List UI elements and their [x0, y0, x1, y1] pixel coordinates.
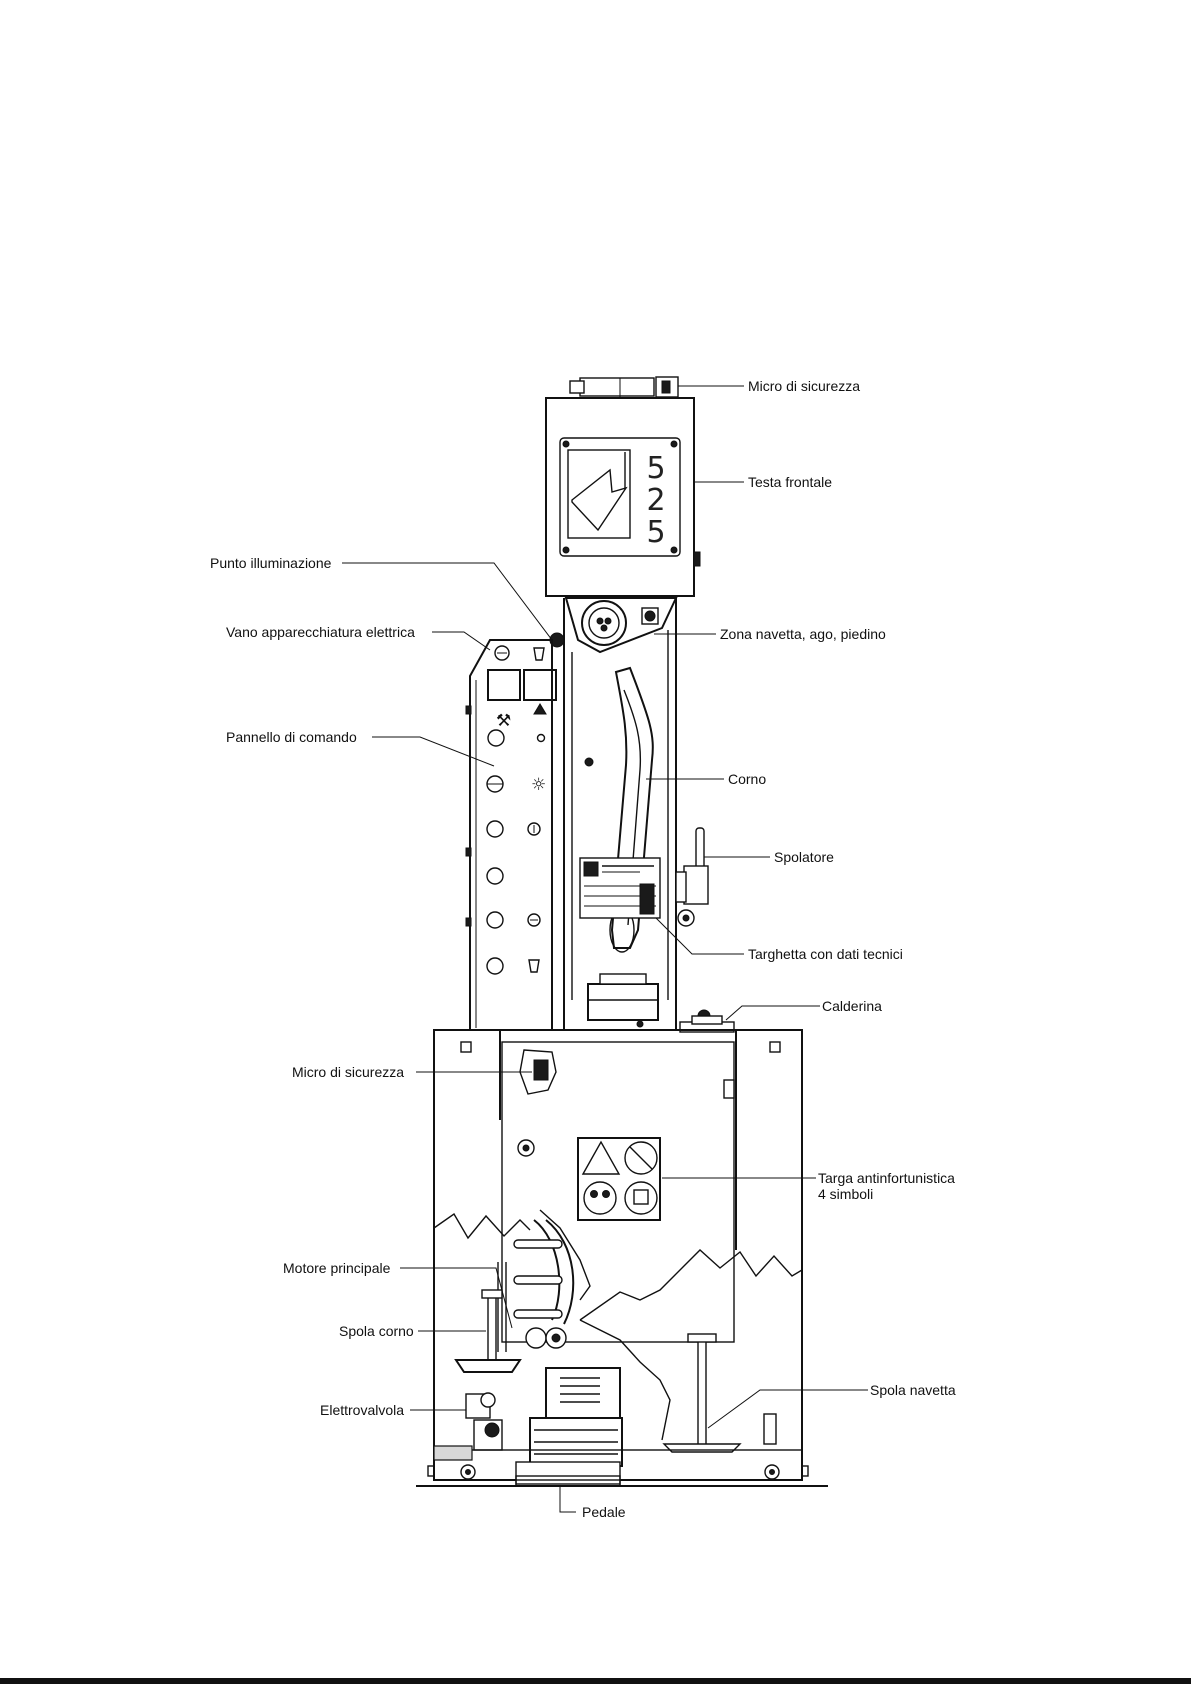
spola-navetta-part [662, 1333, 777, 1453]
label-spolatore: Spolatore [774, 849, 834, 865]
label-micro-sicurezza-top: Micro di sicurezza [748, 378, 860, 394]
label-pedale: Pedale [582, 1504, 626, 1520]
hammer-icon: ⚒ [496, 711, 511, 731]
cutaway-lines [433, 1209, 803, 1441]
zona-navetta-part [549, 597, 678, 654]
targa-antinfortunistica-part [577, 1137, 661, 1221]
pannello-comando-part: ⚒ ☼ [486, 703, 547, 975]
lower-cabinet-part [433, 1029, 803, 1481]
spolatore-part [675, 827, 709, 927]
label-punto-illuminazione: Punto illuminazione [210, 555, 332, 571]
base-part [416, 1445, 828, 1487]
label-motore-principale: Motore principale [283, 1260, 391, 1276]
page-bottom-edge [0, 1678, 1191, 1684]
label-elettrovalvola: Elettrovalvola [320, 1402, 404, 1418]
calderina-part [679, 1009, 735, 1033]
motore-principale-part [497, 1219, 575, 1352]
testa-frontale-part: 5 2 5 [545, 397, 701, 597]
light-icon: ☼ [531, 775, 546, 795]
label-targa-line1: Targa antinfortunistica [818, 1170, 955, 1186]
label-corno: Corno [728, 771, 766, 787]
label-targhetta: Targhetta con dati tecnici [748, 946, 903, 962]
elettrovalvola-part [465, 1392, 503, 1451]
spola-corno-part [454, 1289, 522, 1373]
label-testa-frontale: Testa frontale [748, 474, 832, 490]
vano-elettrica-part [465, 639, 557, 1031]
column-part [563, 598, 677, 1030]
label-spola-navetta: Spola navetta [870, 1382, 956, 1398]
model-digit-1: 5 [646, 451, 665, 486]
label-vano-elettrica: Vano apparecchiatura elettrica [226, 624, 415, 640]
pedale-part [515, 1367, 623, 1485]
leader-lines [342, 385, 868, 1513]
targhetta-part [579, 857, 661, 919]
label-pannello-comando: Pannello di comando [226, 729, 357, 745]
model-digit-2: 2 [646, 483, 665, 518]
model-digit-3: 5 [646, 515, 665, 550]
label-spola-corno: Spola corno [339, 1323, 414, 1339]
label-calderina: Calderina [822, 998, 882, 1014]
label-micro-sicurezza-bottom: Micro di sicurezza [292, 1064, 404, 1080]
micro-sicurezza-top-part [569, 376, 679, 398]
label-zona-navetta: Zona navetta, ago, piedino [720, 626, 886, 642]
label-targa-line2: 4 simboli [818, 1186, 873, 1202]
